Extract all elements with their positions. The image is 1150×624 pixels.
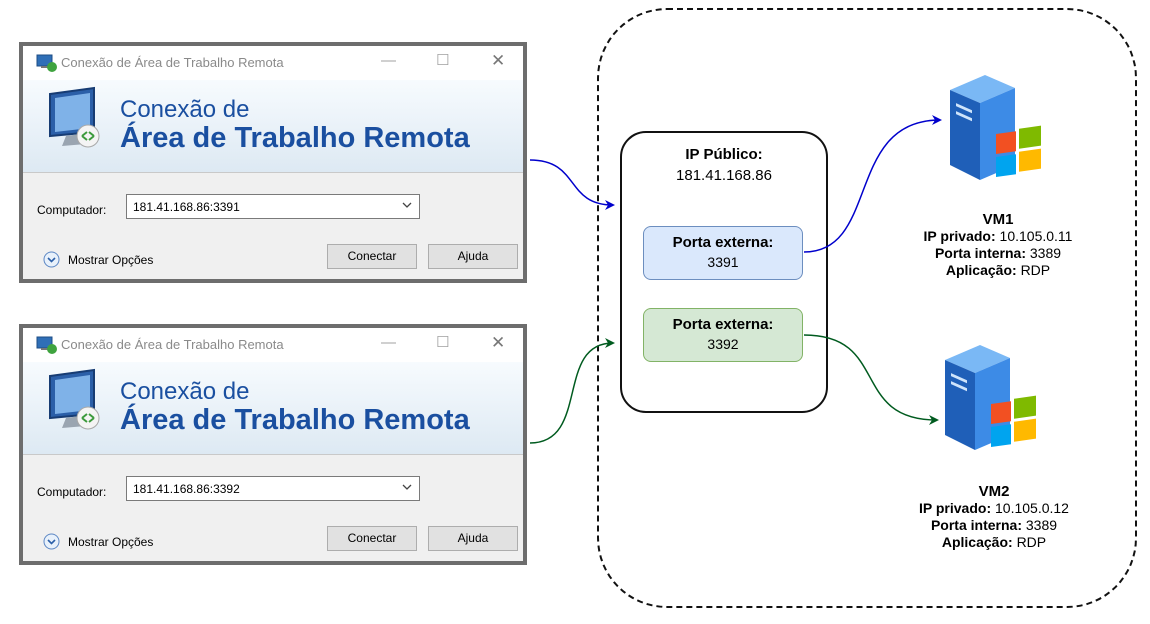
computer-value: 181.41.168.86:3391 [133, 200, 240, 214]
vm-name: VM2 [978, 483, 1010, 500]
banner-title-line1: Conexão de [120, 96, 250, 123]
computer-label: Computador: [37, 485, 107, 499]
window-title: Conexão de Área de Trabalho Remota [61, 337, 284, 352]
external-port-box-3391: Porta externa: 3391 [643, 226, 803, 280]
close-icon[interactable]: ✕ [491, 51, 506, 70]
banner: Conexão de Área de Trabalho Remota [23, 362, 523, 454]
minimize-icon[interactable]: — [381, 52, 396, 69]
chevron-down-circle-icon[interactable] [43, 251, 60, 268]
application-label: Aplicação: [941, 534, 1013, 550]
windows-server-icon [945, 345, 1036, 450]
computer-value: 181.41.168.86:3392 [133, 482, 240, 496]
show-options-link[interactable]: Mostrar Opções [68, 535, 154, 549]
computer-label: Computador: [37, 203, 107, 217]
link-window1-to-ip [529, 159, 615, 210]
connect-button[interactable]: Conectar [327, 526, 417, 551]
chevron-down-icon[interactable] [401, 199, 413, 211]
private-ip-value: 10.105.0.11 [999, 228, 1073, 244]
public-ip-label: IP Público: [685, 146, 763, 163]
divider [23, 172, 523, 173]
external-port-box-3392: Porta externa: 3392 [643, 308, 803, 362]
application-value: RDP [1020, 262, 1051, 278]
maximize-icon[interactable]: ☐ [436, 334, 450, 351]
private-network-region [597, 8, 1137, 608]
connect-button[interactable]: Conectar [327, 244, 417, 269]
banner: Conexão de Área de Trabalho Remota [23, 80, 523, 172]
show-options-link[interactable]: Mostrar Opções [68, 253, 154, 267]
external-port-label: Porta externa: [672, 234, 774, 251]
chevron-down-icon[interactable] [401, 481, 413, 493]
external-port-label: Porta externa: [672, 316, 774, 333]
application-label: Aplicação: [945, 262, 1017, 278]
internal-port-label: Porta interna: [930, 517, 1022, 533]
computer-combobox[interactable]: 181.41.168.86:3391 [126, 194, 420, 219]
help-button[interactable]: Ajuda [428, 526, 518, 551]
external-port-value: 3391 [707, 254, 739, 270]
maximize-icon[interactable]: ☐ [436, 52, 450, 69]
private-ip-value: 10.105.0.12 [995, 500, 1069, 516]
rdp-monitor-icon [49, 86, 100, 148]
link-window2-to-ip [529, 338, 615, 444]
internal-port-value: 3389 [1029, 245, 1062, 261]
external-port-value: 3392 [707, 336, 739, 352]
application-value: RDP [1016, 534, 1047, 550]
rdp-monitor-icon [49, 368, 100, 430]
vm2-details: VM2 IP privado: 10.105.0.12 Porta intern… [884, 483, 1104, 551]
minimize-icon[interactable]: — [381, 334, 396, 351]
vm1-details: VM1 IP privado: 10.105.0.11 Porta intern… [888, 211, 1108, 279]
internal-port-label: Porta interna: [934, 245, 1026, 261]
rdp-app-icon [36, 336, 57, 354]
divider [23, 454, 523, 455]
computer-combobox[interactable]: 181.41.168.86:3392 [126, 476, 420, 501]
link-port3392-to-vm2 [803, 334, 939, 425]
banner-title-line2: Área de Trabalho Remota [120, 404, 470, 436]
help-button[interactable]: Ajuda [428, 244, 518, 269]
banner-title-line2: Área de Trabalho Remota [120, 122, 470, 154]
chevron-down-circle-icon[interactable] [43, 533, 60, 550]
rdp-app-icon [36, 54, 57, 72]
private-ip-label: IP privado: [919, 500, 992, 516]
title-bar[interactable]: Conexão de Área de Trabalho Remota — ☐ ✕ [23, 46, 523, 80]
vm-name: VM1 [982, 211, 1014, 228]
rdp-window-1: Conexão de Área de Trabalho Remota — ☐ ✕… [19, 42, 527, 283]
private-ip-label: IP privado: [923, 228, 996, 244]
title-bar[interactable]: Conexão de Área de Trabalho Remota — ☐ ✕ [23, 328, 523, 362]
window-title: Conexão de Área de Trabalho Remota [61, 55, 284, 70]
banner-title-line1: Conexão de [120, 378, 250, 405]
link-port3391-to-vm1 [803, 115, 942, 253]
public-ip-value: 181.41.168.86 [676, 167, 772, 184]
close-icon[interactable]: ✕ [491, 333, 506, 352]
internal-port-value: 3389 [1025, 517, 1058, 533]
windows-server-icon [950, 75, 1041, 180]
rdp-window-2: Conexão de Área de Trabalho Remota — ☐ ✕… [19, 324, 527, 565]
